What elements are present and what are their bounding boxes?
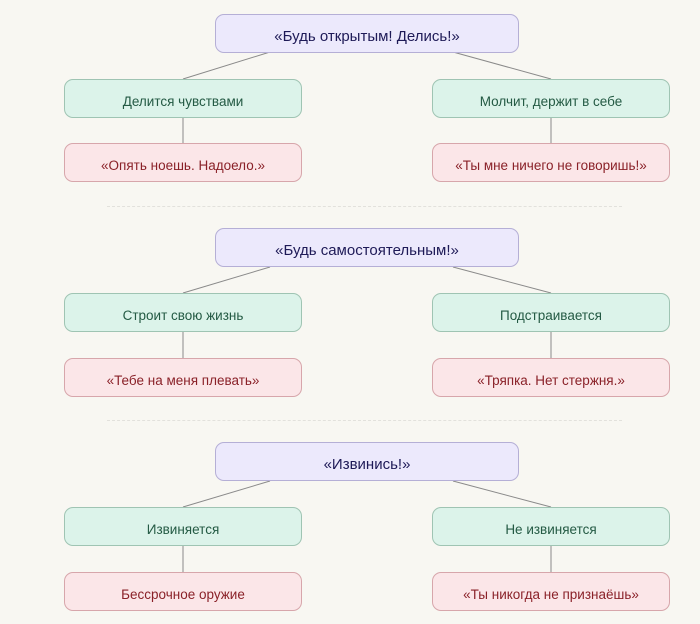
action-label: Подстраивается — [500, 307, 602, 323]
action-node-right: Молчит, держит в себе — [432, 79, 670, 118]
reaction-node-left: «Опять ноешь. Надоело.» — [64, 143, 302, 182]
demand-label: «Будь самостоятельным!» — [275, 241, 459, 259]
connector-demand-to-action-right — [452, 51, 552, 80]
reaction-node-left: Бессрочное оружие — [64, 572, 302, 611]
action-node-left: Делится чувствами — [64, 79, 302, 118]
reaction-label: «Тряпка. Нет стержня.» — [477, 372, 625, 388]
demand-label: «Извинись!» — [323, 455, 411, 473]
demand-node: «Будь самостоятельным!» — [215, 228, 519, 267]
reaction-label: «Опять ноешь. Надоело.» — [101, 157, 265, 173]
reaction-node-right: «Ты никогда не признаёшь» — [432, 572, 670, 611]
action-node-left: Строит свою жизнь — [64, 293, 302, 332]
reaction-label: Бессрочное оружие — [121, 586, 245, 602]
demand-label: «Будь открытым! Делись!» — [274, 27, 460, 45]
action-node-right: Подстраивается — [432, 293, 670, 332]
action-label: Строит свою жизнь — [122, 307, 244, 323]
group-separator — [107, 420, 622, 421]
action-label: Не извиняется — [505, 521, 597, 537]
demand-node: «Извинись!» — [215, 442, 519, 481]
action-node-left: Извиняется — [64, 507, 302, 546]
action-node-right: Не извиняется — [432, 507, 670, 546]
action-label: Молчит, держит в себе — [479, 93, 623, 109]
action-label: Извиняется — [146, 521, 220, 537]
reaction-label: «Ты никогда не признаёшь» — [463, 586, 639, 602]
reaction-node-right: «Ты мне ничего не говоришь!» — [432, 143, 670, 182]
connector-demand-to-action-right — [452, 480, 552, 508]
demand-node: «Будь открытым! Делись!» — [215, 14, 519, 53]
connector-demand-to-action-right — [452, 266, 552, 294]
connector-demand-to-action-left — [182, 51, 271, 80]
connector-demand-to-action-left — [182, 266, 271, 294]
group-separator — [107, 206, 622, 207]
reaction-label: «Тебе на меня плевать» — [106, 372, 260, 388]
action-label: Делится чувствами — [122, 93, 244, 109]
reaction-node-right: «Тряпка. Нет стержня.» — [432, 358, 670, 397]
reaction-label: «Ты мне ничего не говоришь!» — [455, 157, 647, 173]
connector-demand-to-action-left — [182, 480, 271, 508]
reaction-node-left: «Тебе на меня плевать» — [64, 358, 302, 397]
